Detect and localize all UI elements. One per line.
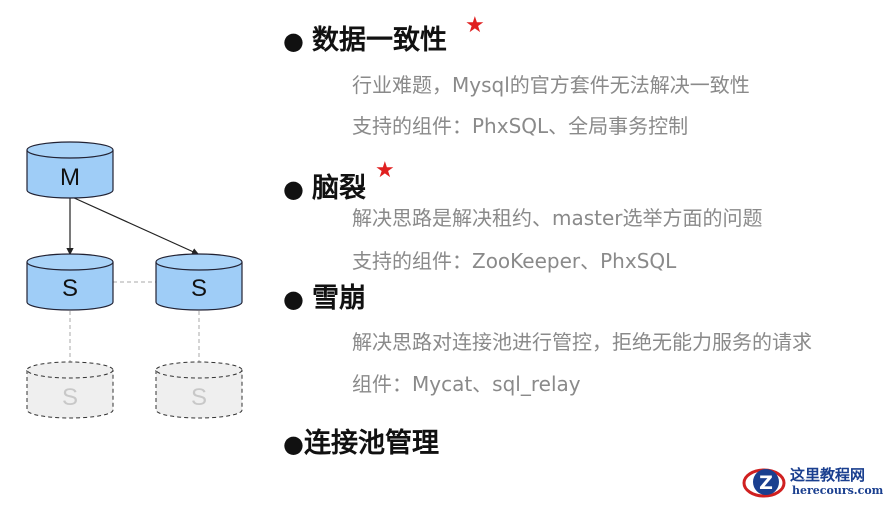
ghost-db-2: S (155, 361, 243, 419)
slave-db-2: S (155, 253, 243, 311)
master-db: M (26, 141, 114, 199)
logo-url: herecours.com (792, 484, 884, 497)
bullet-icon: ● (283, 175, 304, 203)
heading-text: 脑裂 (311, 173, 366, 204)
bullet-icon: ● (283, 27, 304, 55)
heading-split-brain: ●脑裂 (283, 174, 366, 204)
replication-diagram: M S S S S (26, 141, 243, 419)
desc-line: 行业难题，Mysql的官方套件无法解决一致性 (352, 73, 750, 97)
svg-text:M: M (60, 164, 80, 191)
heading-connection-pool: ●连接池管理 (283, 429, 439, 459)
desc-line: 支持的组件：ZooKeeper、PhxSQL (352, 249, 677, 273)
svg-text:S: S (191, 384, 207, 411)
svg-text:Z: Z (759, 472, 773, 494)
ghost-db-1: S (26, 361, 114, 419)
desc-line: 支持的组件：PhxSQL、全局事务控制 (352, 114, 689, 138)
heading-text: 雪崩 (311, 283, 366, 314)
star-icon: ★ (375, 158, 395, 183)
slave-db-1: S (26, 253, 114, 311)
svg-text:S: S (62, 384, 78, 411)
desc-line: 解决思路是解决租约、master选举方面的问题 (352, 206, 763, 230)
svg-text:S: S (191, 275, 207, 302)
bullet-icon: ● (283, 430, 304, 458)
heading-text: 连接池管理 (303, 428, 439, 459)
desc-line: 组件：Mycat、sql_relay (352, 372, 581, 396)
heading-avalanche: ●雪崩 (283, 284, 366, 314)
replication-arrow-2 (71, 196, 200, 255)
site-logo: Z 这里教程网 herecours.com (742, 462, 887, 502)
heading-data-consistency: ●数据一致性 (283, 26, 447, 56)
desc-line: 解决思路对连接池进行管控，拒绝无能力服务的请求 (352, 330, 812, 354)
star-icon: ★ (465, 13, 485, 38)
heading-text: 数据一致性 (311, 25, 447, 56)
svg-text:S: S (62, 275, 78, 302)
logo-name: 这里教程网 (790, 466, 866, 484)
logo-z-icon: Z (742, 468, 786, 498)
bullet-icon: ● (283, 285, 304, 313)
